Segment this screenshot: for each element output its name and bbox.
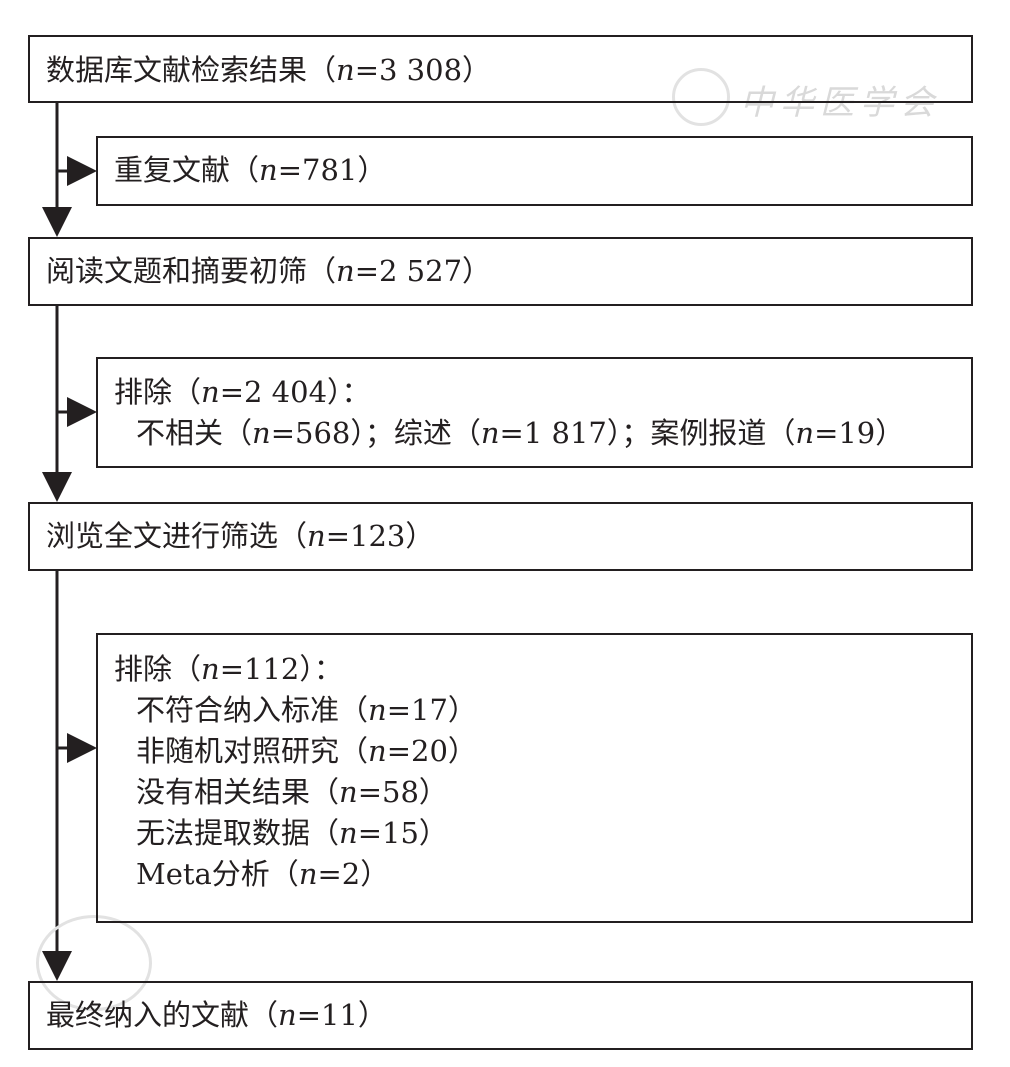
box-search-results (28, 35, 973, 103)
text-segment: Meta分析（ (136, 857, 299, 891)
text-segment: =11） (296, 998, 387, 1032)
text-segment: =3 308） (354, 53, 492, 87)
box-text: 重复文献（n=781） (114, 156, 386, 185)
text-segment: =58） (357, 775, 448, 809)
variable-n: n (252, 416, 271, 450)
variable-n: n (480, 416, 500, 450)
text-segment: =17） (386, 693, 477, 727)
text-segment: =15） (357, 816, 448, 850)
variable-n: n (278, 998, 297, 1032)
text-segment: 阅读文题和摘要初筛（ (46, 254, 337, 288)
box-text: 数据库文献检索结果（n=3 308） (46, 56, 491, 85)
variable-n: n (339, 816, 358, 850)
text-segment: 排除（ (114, 652, 202, 686)
box-text: 阅读文题和摘要初筛（n=2 527） (46, 257, 491, 286)
text-segment: 无法提取数据（ (136, 816, 340, 850)
variable-n: n (795, 416, 815, 450)
variable-n: n (201, 375, 220, 409)
text-segment: 没有相关结果（ (136, 775, 340, 809)
variable-n: n (368, 693, 387, 727)
text-segment: =112）： (219, 652, 343, 686)
variable-n: n (201, 652, 220, 686)
box-text: 排除（n=2 404）： (114, 378, 371, 407)
box-text: 没有相关结果（n=58） (136, 778, 448, 807)
text-segment: =20） (386, 734, 477, 768)
watermark-seal-icon (36, 915, 152, 1011)
box-title-abstract-screening (28, 237, 973, 306)
box-text: 不符合纳入标准（n=17） (136, 696, 477, 725)
variable-n: n (298, 857, 318, 891)
text-segment: =568）；综述（ (270, 416, 481, 450)
box-duplicates (96, 136, 973, 206)
text-segment: =19） (814, 416, 905, 450)
box-text: 浏览全文进行筛选（n=123） (46, 522, 434, 551)
text-segment: =123） (325, 519, 435, 553)
text-segment: 排除（ (114, 375, 202, 409)
text-segment: =1 817）；案例报道（ (499, 416, 796, 450)
variable-n: n (368, 734, 387, 768)
variable-n: n (307, 519, 326, 553)
text-segment: 非随机对照研究（ (136, 734, 369, 768)
box-text: 非随机对照研究（n=20） (136, 737, 477, 766)
text-segment: 浏览全文进行筛选（ (46, 519, 308, 553)
variable-n: n (336, 254, 355, 288)
watermark-logo: 中华医学会 (740, 83, 940, 123)
variable-n: n (259, 153, 278, 187)
box-text: 不相关（n=568）；综述（n=1 817）；案例报道（n=19） (136, 419, 904, 448)
text-segment: 重复文献（ (114, 153, 260, 187)
text-segment: =2 527） (354, 254, 492, 288)
box-text: 排除（n=112）： (114, 655, 343, 684)
variable-n: n (339, 775, 358, 809)
text-segment: =2） (317, 857, 390, 891)
box-fulltext-screening (28, 502, 973, 571)
text-segment: 不符合纳入标准（ (136, 693, 369, 727)
text-segment: 数据库文献检索结果（ (46, 53, 337, 87)
watermark-seal-icon (672, 68, 730, 126)
box-text: Meta分析（n=2） (136, 860, 389, 889)
box-final-included (28, 981, 973, 1050)
variable-n: n (336, 53, 355, 87)
box-excluded-screening (96, 357, 973, 468)
text-segment: =2 404）： (219, 375, 371, 409)
text-segment: 最终纳入的文献（ (46, 998, 279, 1032)
box-text: 最终纳入的文献（n=11） (46, 1001, 387, 1030)
text-segment: =781） (277, 153, 387, 187)
box-text: 无法提取数据（n=15） (136, 819, 448, 848)
box-excluded-fulltext (96, 633, 973, 923)
text-segment: 不相关（ (136, 416, 253, 450)
